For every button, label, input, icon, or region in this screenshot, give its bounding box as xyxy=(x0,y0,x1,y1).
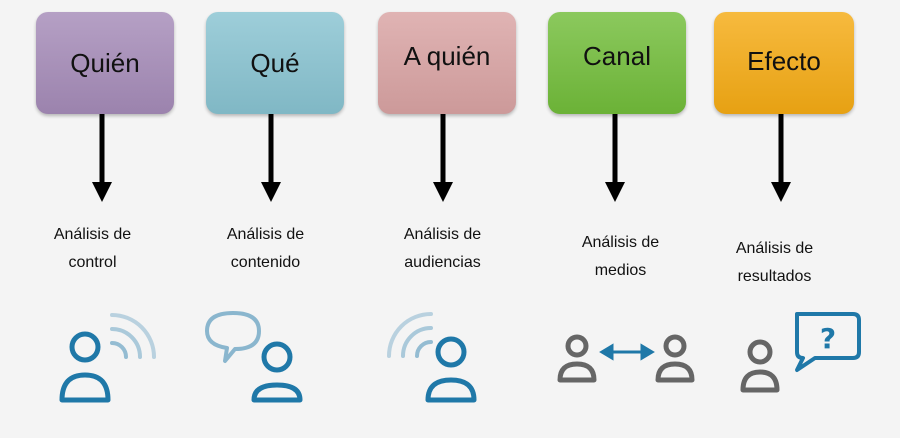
stage-title: Canal xyxy=(583,40,651,71)
down-arrow-icon xyxy=(433,114,453,202)
stage-label: Análisis de audiencias xyxy=(370,221,515,277)
stage-label-line: control xyxy=(68,254,117,271)
stage-label-line: resultados xyxy=(737,268,812,285)
stage-label: Análisis de resultados xyxy=(702,235,847,291)
stage-box-a-quien: A quién xyxy=(378,12,516,114)
down-arrow-icon xyxy=(261,114,281,202)
person-question-icon: ? xyxy=(740,312,861,393)
stage-box-que: Qué xyxy=(206,12,344,114)
down-arrow-icon xyxy=(92,114,112,202)
stage-title: Efecto xyxy=(747,45,821,76)
stage-box-canal: Canal xyxy=(548,12,686,114)
stage-label-line: Análisis de xyxy=(403,226,482,243)
stage-box-quien: Quién xyxy=(36,12,174,114)
stage-title: Quién xyxy=(70,47,140,78)
stage-label: Análisis de contenido xyxy=(193,221,338,277)
stage-title: A quién xyxy=(403,40,491,71)
stage-title: Qué xyxy=(250,47,300,78)
person-broadcast-icon xyxy=(59,313,156,403)
down-arrow-icon xyxy=(771,114,791,202)
down-arrow-icon xyxy=(605,114,625,202)
stage-box-efecto: Efecto xyxy=(714,12,854,114)
stage-label-line: Análisis de xyxy=(226,226,305,243)
two-people-exchange-icon xyxy=(557,334,695,383)
stage-label: Análisis de control xyxy=(20,221,165,277)
svg-text:?: ? xyxy=(820,322,836,355)
person-receiving-signal-icon xyxy=(387,312,477,403)
stage-label-line: Análisis de xyxy=(53,226,132,243)
stage-label: Análisis de medios xyxy=(548,229,693,285)
person-speech-bubble-icon xyxy=(205,311,303,403)
stage-label-line: medios xyxy=(594,262,647,279)
stage-label-line: audiencias xyxy=(404,254,481,271)
stage-label-line: Análisis de xyxy=(735,240,814,257)
stage-label-line: Análisis de xyxy=(581,234,660,251)
stage-label-line: contenido xyxy=(230,254,301,271)
